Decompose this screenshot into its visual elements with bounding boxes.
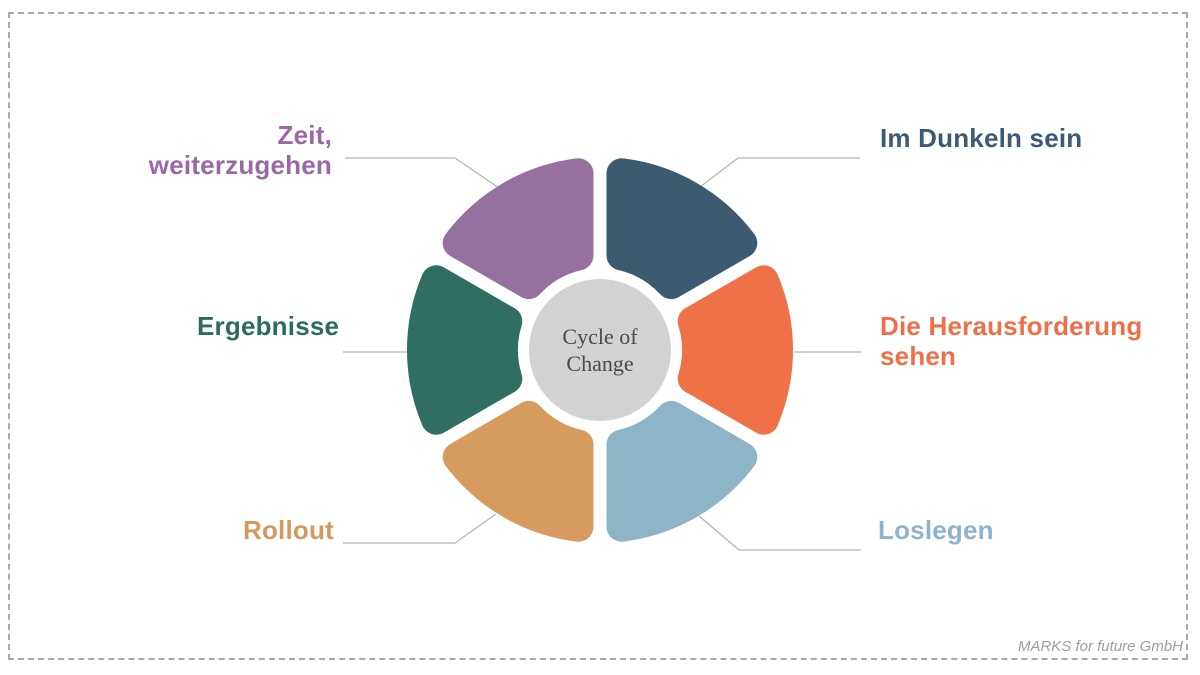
connector-line (699, 157, 860, 188)
segment-ergebnisse (407, 265, 523, 435)
connector-line (698, 515, 861, 551)
segment-label-loslegen: Loslegen (878, 515, 994, 545)
segment-die-herausforderung-sehen (677, 265, 793, 435)
center-circle: Cycle of Change (529, 279, 671, 421)
segment-rollout (442, 400, 594, 542)
segment-label-die-herausforderung-sehen: Die Herausforderung sehen (880, 311, 1143, 371)
segment-label-im-dunkeln-sein: Im Dunkeln sein (880, 123, 1083, 153)
segment-im-dunkeln-sein (606, 158, 758, 300)
segment-zeit-weiterzugehen (442, 158, 594, 300)
connector-line (345, 157, 500, 189)
segment-loslegen (606, 400, 758, 542)
segment-label-ergebnisse: Ergebnisse (197, 311, 340, 341)
segment-label-zeit-weiterzugehen: Zeit, weiterzugehen (148, 120, 332, 180)
connector-line (343, 513, 497, 544)
slide-dashed-border (8, 12, 1188, 660)
credit-text: MARKS for future GmbH (1017, 638, 1183, 655)
segment-label-rollout: Rollout (243, 515, 334, 545)
center-title: Cycle of Change (562, 324, 638, 376)
